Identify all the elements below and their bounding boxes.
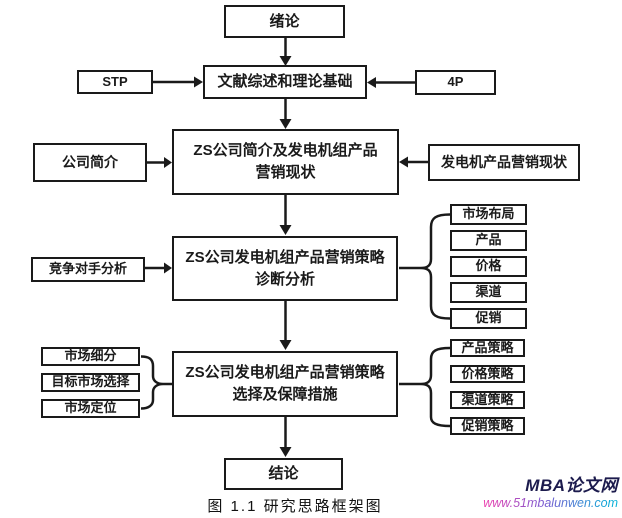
node-market-positioning-label: 市场定位 [64, 400, 117, 416]
node-channel-strategy-label: 渠道策略 [461, 391, 514, 407]
node-product-strategy-label: 产品策略 [461, 339, 514, 355]
arrowhead-down-2 [279, 119, 292, 129]
node-promotion-strategy-label: 促销策略 [461, 417, 514, 433]
arrowhead-left-genstatus [399, 156, 408, 168]
node-product-strategy: 产品策略 [450, 339, 525, 357]
node-market-layout-label: 市场布局 [462, 206, 515, 222]
arrowhead-left-fourp [367, 77, 376, 88]
node-company-marketing-status-line2: 营销现状 [255, 164, 316, 181]
node-strategy-selection: ZS公司发电机组产品营销策略 选择及保障措施 [172, 351, 398, 417]
node-channel: 渠道 [450, 282, 527, 303]
node-stp-label: STP [102, 73, 128, 89]
node-conclusion-label: 结论 [268, 465, 299, 483]
node-company-profile-label: 公司简介 [62, 154, 118, 171]
node-introduction-label: 绪论 [269, 12, 300, 30]
node-conclusion: 结论 [224, 458, 343, 490]
node-marketing-diagnosis-line1: ZS公司发电机组产品营销策略 [185, 248, 385, 266]
node-company-marketing-status-line1: ZS公司简介及发电机组产品 [193, 142, 378, 160]
node-market-segmentation-label: 市场细分 [64, 348, 117, 364]
node-market-segmentation: 市场细分 [41, 347, 140, 366]
figure-caption: 图 1.1 研究思路框架图 [207, 498, 383, 515]
watermark-site-name: MBA论文网 [525, 476, 618, 495]
node-4p-label: 4P [447, 74, 464, 90]
node-channel-label: 渠道 [475, 284, 502, 300]
arrowhead-down-5 [279, 447, 292, 457]
node-generator-marketing-status: 发电机产品营销现状 [428, 144, 580, 181]
node-price: 价格 [450, 256, 527, 277]
node-price-label: 价格 [475, 258, 502, 274]
node-marketing-diagnosis: ZS公司发电机组产品营销策略 诊断分析 [172, 236, 398, 301]
node-strategy-selection-line1: ZS公司发电机组产品营销策略 [185, 364, 385, 382]
node-company-marketing-status: ZS公司简介及发电机组产品 营销现状 [172, 129, 399, 195]
node-introduction: 绪论 [224, 5, 345, 38]
arrowhead-right-competitor [164, 262, 172, 274]
node-product-label: 产品 [475, 232, 502, 248]
watermark: MBA论文网 www.51mbalunwen.com [483, 476, 618, 510]
node-company-profile: 公司简介 [33, 143, 147, 182]
node-literature-review: 文献综述和理论基础 [203, 65, 367, 99]
watermark-site-url: www.51mbalunwen.com [483, 495, 618, 510]
brace-stp-steps [140, 355, 164, 410]
node-market-layout: 市场布局 [450, 204, 527, 225]
node-literature-review-label: 文献综述和理论基础 [217, 73, 353, 91]
brace-diagnosis-aspects [420, 213, 451, 320]
node-promotion-strategy: 促销策略 [450, 417, 525, 435]
arrowhead-right-profile [164, 157, 172, 168]
arrowhead-down-3 [279, 225, 292, 235]
brace-strategy-aspects [420, 346, 451, 428]
node-marketing-diagnosis-line2: 诊断分析 [254, 270, 315, 288]
node-competitor-analysis: 竞争对手分析 [31, 257, 145, 282]
node-target-market-selection-label: 目标市场选择 [51, 374, 130, 390]
node-strategy-selection-line2: 选择及保障措施 [232, 386, 338, 403]
arrowhead-right-stp [194, 76, 203, 88]
node-promotion: 促销 [450, 308, 527, 329]
node-target-market-selection: 目标市场选择 [41, 373, 140, 392]
node-channel-strategy: 渠道策略 [450, 391, 525, 409]
node-price-strategy-label: 价格策略 [461, 365, 514, 381]
node-product: 产品 [450, 230, 527, 251]
node-stp: STP [77, 70, 153, 94]
node-competitor-analysis-label: 竞争对手分析 [48, 261, 127, 277]
arrowhead-down-4 [279, 340, 292, 350]
node-promotion-label: 促销 [475, 310, 502, 326]
node-generator-marketing-status-label: 发电机产品营销现状 [441, 154, 567, 171]
node-price-strategy: 价格策略 [450, 365, 525, 383]
node-4p: 4P [415, 70, 496, 95]
node-market-positioning: 市场定位 [41, 399, 140, 418]
